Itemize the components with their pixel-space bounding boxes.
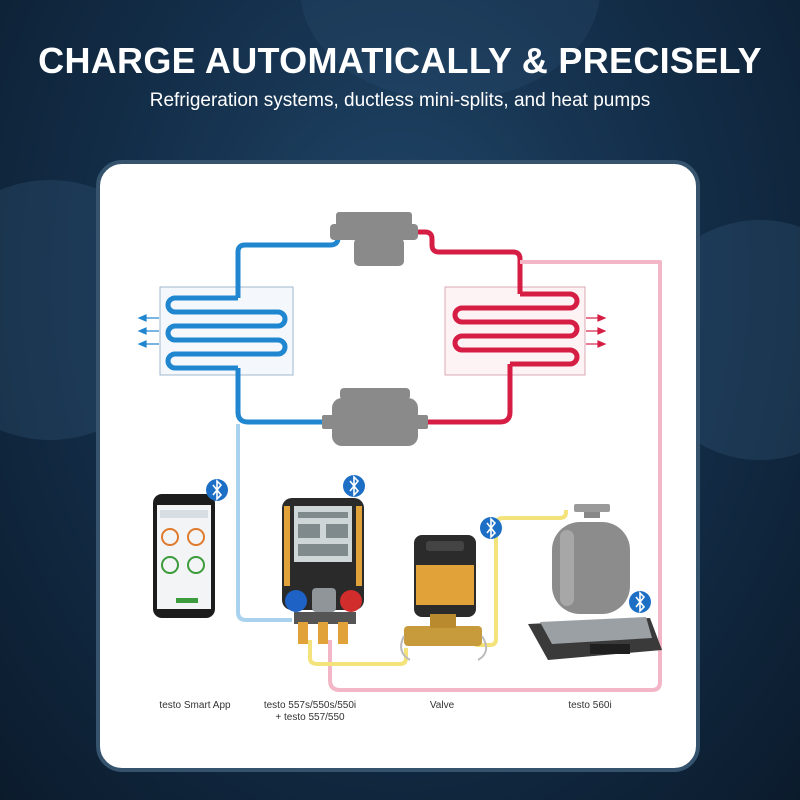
expansion-valve-icon (330, 212, 418, 266)
manifold-label-line1: testo 557s/550s/550i (263, 700, 357, 711)
bluetooth-icon (480, 517, 502, 539)
manifold-label-line2: + testo 557/550 (275, 712, 345, 723)
condenser-coil (444, 286, 607, 376)
liquid-pipe-bottom (422, 364, 513, 425)
evaporator-coil (137, 286, 294, 376)
app-label: testo Smart App (159, 700, 231, 711)
valve-label: Valve (429, 700, 455, 711)
suction-hose (236, 424, 292, 622)
scale-label: testo 560i (568, 700, 612, 711)
liquid-hose (328, 260, 662, 692)
smartphone-icon (153, 494, 215, 618)
compressor-icon (322, 388, 428, 446)
discharge-pipe-top (410, 229, 523, 294)
cold-airflow-arrows (137, 314, 159, 348)
hot-airflow-arrows (586, 314, 607, 348)
bluetooth-icon (206, 479, 228, 501)
digital-manifold-icon (282, 498, 364, 644)
page-subtitle: Refrigeration systems, ductless mini-spl… (149, 90, 651, 111)
suction-pipe-top (235, 234, 341, 298)
bluetooth-icon (629, 591, 651, 613)
scale-icon (528, 617, 662, 660)
suction-pipe-bottom (235, 368, 330, 425)
page-title: CHARGE AUTOMATICALLY & PRECISELY (38, 40, 762, 81)
refrigerant-circuit (235, 229, 523, 425)
gas-cylinder-icon (552, 504, 630, 614)
manifold-label: testo 557s/550s/550i + testo 557/550 (240, 700, 380, 724)
smart-valve-icon (400, 535, 488, 661)
bluetooth-icon (343, 475, 365, 497)
